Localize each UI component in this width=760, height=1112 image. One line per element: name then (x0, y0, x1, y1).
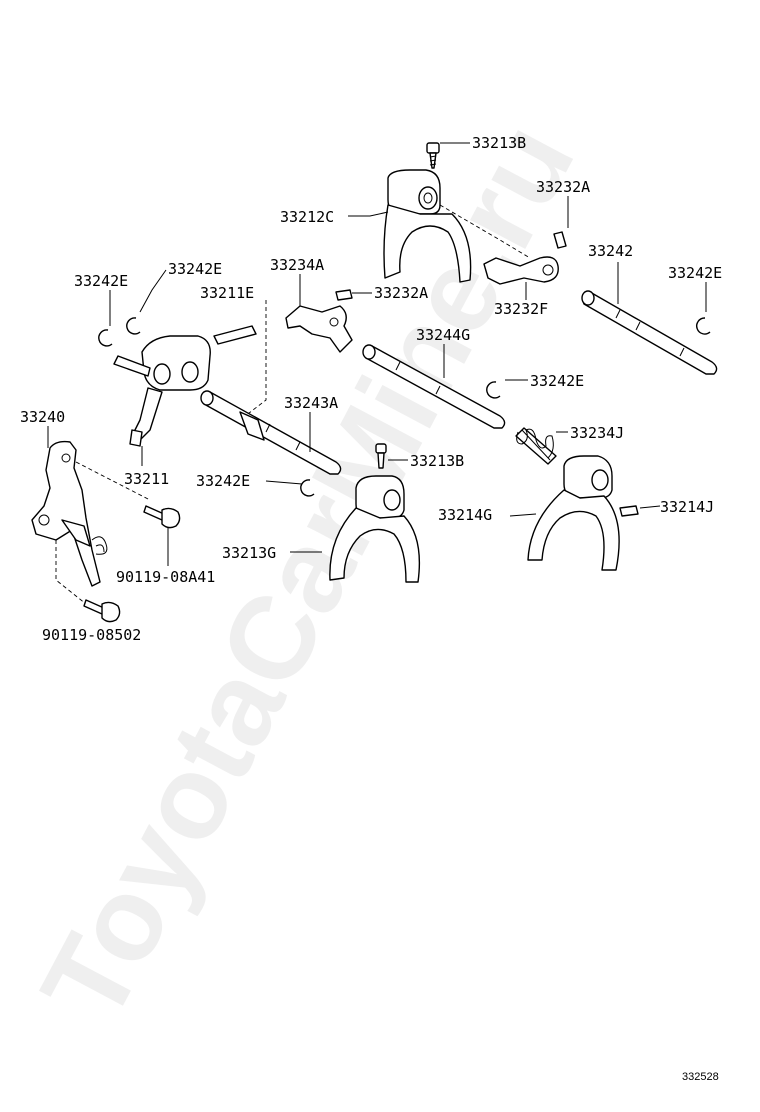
bolt-33213B-top[interactable] (426, 142, 440, 169)
shift-shaft-33243A[interactable] (200, 390, 342, 475)
label-33242E-right: 33242E (668, 264, 722, 282)
label-33234J: 33234J (570, 424, 624, 442)
watermark: ToyotaCarMine.ru (16, 102, 599, 1042)
bolt-90119-08502[interactable] (83, 599, 121, 623)
pin-33211E[interactable] (213, 325, 257, 345)
pin-33232A-mid[interactable] (335, 289, 353, 301)
pin-33232A-top[interactable] (553, 231, 567, 249)
snap-ring-33242E-low[interactable] (300, 479, 315, 497)
snap-ring-33242E-left-a[interactable] (98, 329, 113, 347)
spring-33234J[interactable] (515, 427, 557, 465)
label-90119-08A41: 90119-08A41 (116, 568, 215, 586)
shift-fork-33214G[interactable] (527, 455, 620, 571)
pin-33214J[interactable] (619, 505, 639, 517)
interlock-33232F[interactable] (483, 256, 559, 285)
shift-fork-33213G[interactable] (329, 475, 421, 583)
shift-shaft-33242[interactable] (581, 290, 718, 375)
shift-head-33211[interactable] (113, 335, 211, 447)
label-33234A: 33234A (270, 256, 324, 274)
label-33214G: 33214G (438, 506, 492, 524)
label-33213B-top: 33213B (472, 134, 526, 152)
label-33244G: 33244G (416, 326, 470, 344)
interlock-33234A[interactable] (285, 305, 353, 353)
snap-ring-33242E-mid[interactable] (486, 381, 501, 399)
figure-number: 332528 (682, 1071, 719, 1083)
label-33242E-mid: 33242E (530, 372, 584, 390)
label-33232A-top: 33232A (536, 178, 590, 196)
label-33240: 33240 (20, 408, 65, 426)
shift-shaft-33244G[interactable] (362, 344, 506, 429)
label-33242E-left-b: 33242E (168, 260, 222, 278)
label-33242E-low: 33242E (196, 472, 250, 490)
label-90119-08502: 90119-08502 (42, 626, 141, 644)
bolt-33213B-lower[interactable] (375, 443, 387, 469)
label-33242E-left-a: 33242E (74, 272, 128, 290)
bolt-90119-08A41[interactable] (143, 505, 181, 529)
snap-ring-33242E-right[interactable] (696, 317, 711, 335)
label-33213G: 33213G (222, 544, 276, 562)
snap-ring-33242E-left-b[interactable] (126, 317, 141, 335)
label-33213B-lower: 33213B (410, 452, 464, 470)
label-33232F: 33232F (494, 300, 548, 318)
label-33211E: 33211E (200, 284, 254, 302)
label-33242: 33242 (588, 242, 633, 260)
label-33212C: 33212C (280, 208, 334, 226)
label-33211: 33211 (124, 470, 169, 488)
selector-lever-33240[interactable] (31, 440, 108, 587)
label-33232A-mid: 33232A (374, 284, 428, 302)
label-33214J: 33214J (660, 498, 714, 516)
label-33243A: 33243A (284, 394, 338, 412)
